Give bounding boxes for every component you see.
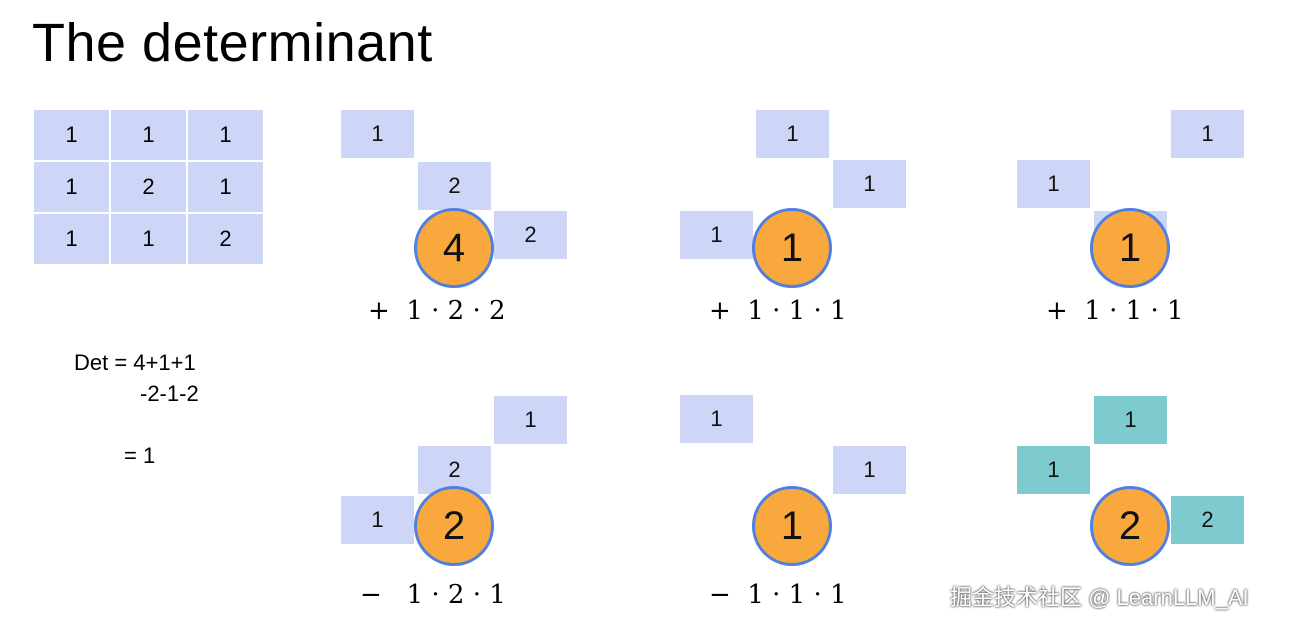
product-circle: 1 <box>752 208 832 288</box>
product-circle: 1 <box>752 486 832 566</box>
diag-cell: 1 <box>833 160 906 208</box>
diag-cell: 1 <box>341 110 414 158</box>
diag-cell: 1 <box>680 395 753 443</box>
product-expression: − 1 · 1 · 1 <box>709 580 847 610</box>
product-expression: + 1 · 1 · 1 <box>1046 296 1184 326</box>
diag-cell: 1 <box>341 496 414 544</box>
matrix-cell: 1 <box>111 110 186 160</box>
matrix-cell: 1 <box>34 214 109 264</box>
diag-cell: 1 <box>494 396 567 444</box>
matrix-grid: 1 1 1 1 2 1 1 1 2 <box>34 110 263 264</box>
matrix-cell: 2 <box>188 214 263 264</box>
matrix-cell: 1 <box>111 214 186 264</box>
product-expression: + 1 · 2 · 2 <box>368 296 506 326</box>
matrix-cell: 2 <box>111 162 186 212</box>
diag-cell: 2 <box>1171 496 1244 544</box>
product-expression: + 1 · 1 · 1 <box>709 296 847 326</box>
matrix-cell: 1 <box>188 110 263 160</box>
product-circle: 2 <box>414 486 494 566</box>
matrix-cell: 1 <box>34 110 109 160</box>
matrix-cell: 1 <box>188 162 263 212</box>
diag-cell: 1 <box>680 211 753 259</box>
det-line-2: -2-1-2 <box>140 381 199 406</box>
diag-cell: 1 <box>1017 446 1090 494</box>
product-expression: − 1 · 2 · 1 <box>360 580 506 610</box>
watermark: 掘金技术社区 @ LearnLLM_AI <box>950 585 1249 610</box>
product-circle: 1 <box>1090 208 1170 288</box>
diag-cell: 2 <box>494 211 567 259</box>
diag-cell: 2 <box>418 162 491 210</box>
diag-cell: 1 <box>1094 396 1167 444</box>
det-line-1: Det = 4+1+1 <box>74 350 196 375</box>
page-title: The determinant <box>32 13 433 73</box>
product-circle: 4 <box>414 208 494 288</box>
matrix-cell: 1 <box>34 162 109 212</box>
diag-cell: 1 <box>1171 110 1244 158</box>
diag-cell: 1 <box>833 446 906 494</box>
product-circle: 2 <box>1090 486 1170 566</box>
diag-cell: 1 <box>756 110 829 158</box>
diag-cell: 1 <box>1017 160 1090 208</box>
det-result: = 1 <box>124 443 156 468</box>
